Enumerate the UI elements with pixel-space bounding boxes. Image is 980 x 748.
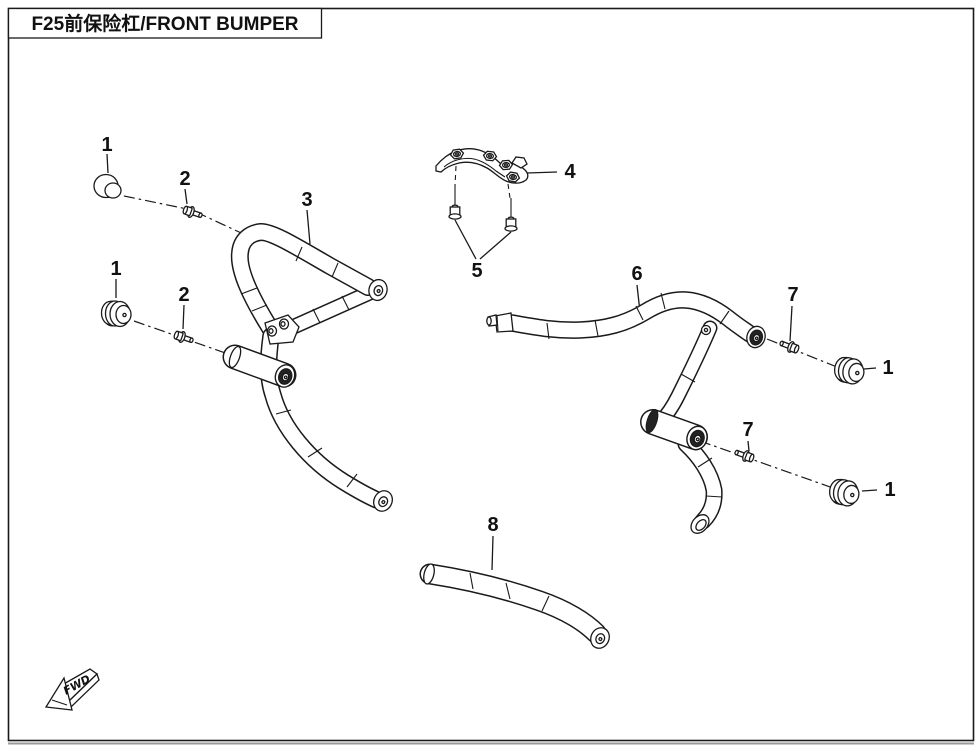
tube-segment-marks [240, 246, 730, 612]
part-3-corner-bracket [264, 314, 300, 345]
callout-5: 5 [471, 260, 482, 282]
title-box [7, 7, 323, 39]
callout-6: 6 [631, 263, 642, 285]
callout-8: 8 [487, 514, 498, 536]
page-title: F25前保险杠/FRONT BUMPER [31, 12, 298, 35]
part-5-bracket-bolts [448, 165, 518, 232]
part-2-bolt-top-left [181, 203, 205, 222]
callout-1-mid-left: 1 [110, 258, 121, 280]
assembly-axis-lines [123, 195, 838, 489]
callout-7-upper: 7 [787, 284, 798, 306]
callout-labels: 1 2 3 4 5 1 2 6 7 1 7 1 8 [101, 134, 895, 536]
callout-1-right-lower: 1 [884, 479, 895, 501]
page-border [7, 7, 975, 745]
callout-7-lower: 7 [742, 419, 753, 441]
callout-2-mid-left: 2 [178, 284, 189, 306]
callout-leader-lines [106, 153, 878, 571]
callout-1-top-left: 1 [101, 134, 112, 156]
part-1-cap-top-left [93, 173, 122, 199]
part-7-bolt-right-upper [777, 337, 801, 356]
part-2-bolt-mid-left [172, 328, 196, 347]
callout-3: 3 [301, 189, 312, 211]
part-1-cap-mid-left [100, 300, 132, 328]
part-1-cap-right-lower [827, 477, 862, 508]
callout-1-right-upper: 1 [882, 357, 893, 379]
part-7-bolt-right-lower [732, 446, 756, 465]
part-3-main-bumper-tube [222, 223, 397, 516]
part-1-cap-right-upper [832, 355, 867, 386]
callout-2-top-left: 2 [179, 168, 190, 190]
part-6-mount-tab [486, 312, 514, 333]
fwd-arrow: FWD [44, 668, 100, 711]
part-4-mounting-bracket [435, 148, 529, 184]
title-block: F25前保险杠/FRONT BUMPER [7, 7, 323, 39]
part-6-side-bumper-tube [486, 291, 769, 534]
callout-4: 4 [564, 161, 576, 183]
part-8-crossbar-tube [419, 563, 614, 652]
